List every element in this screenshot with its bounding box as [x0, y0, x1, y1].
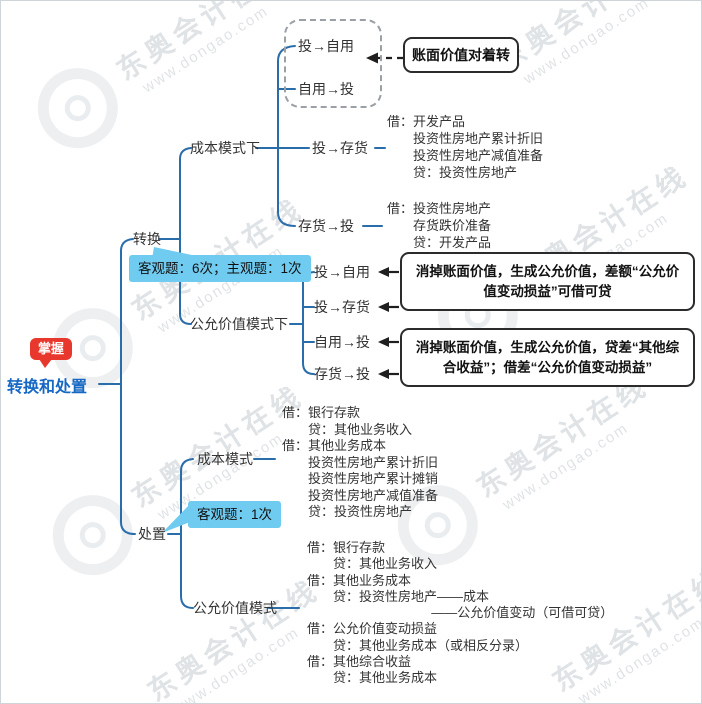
note-line: 借：其他业务成本 — [282, 438, 387, 453]
row-fair-invest-to-stock[interactable]: 投→存货 — [314, 299, 370, 315]
node-disposal-fair-model[interactable]: 公允价值模式 — [193, 600, 277, 616]
note-line: 借：开发产品 — [387, 114, 466, 129]
notes-stock-to-invest: 借：投资性房地产 存货跌价准备 贷：开发产品 — [387, 200, 491, 251]
row-own-to-invest[interactable]: 自用→投 — [298, 81, 354, 97]
callout-tail — [162, 504, 190, 533]
note-line: 存货跌价准备 — [387, 218, 492, 233]
row-fair-invest-to-own[interactable]: 投→自用 — [314, 264, 370, 280]
box-fair-model-in[interactable]: 消掉账面价值，生成公允价值，贷差“其他综合收益”；借差“公允价值变动损益” — [400, 328, 695, 387]
note-line: 贷：其他业务收入 — [282, 421, 413, 437]
callout-transfer-frequency[interactable]: 客观题：6次；主观题：1次 — [129, 255, 311, 282]
note-line: 借：其他综合收益 — [307, 654, 412, 670]
callout-disposal-frequency[interactable]: 客观题：1次 — [188, 501, 282, 528]
note-line: 贷：其他业务成本（或相反分录） — [307, 637, 529, 653]
note-line: 贷：投资性房地产 — [387, 165, 518, 180]
node-transfer-cost-model[interactable]: 成本模式下 — [190, 140, 260, 156]
note-line: 贷：其他业务成本 — [307, 670, 438, 686]
box-book-value-transfer[interactable]: 账面价值对着转 — [403, 37, 519, 73]
note-line: 贷：投资性房地产 — [282, 504, 413, 519]
note-line: 借：银行存款 — [282, 405, 361, 420]
notes-disposal-fair: 借：银行存款 贷：其他业务收入借：其他业务成本 贷：投资性房地产——成本 ——公… — [307, 540, 613, 687]
node-transfer[interactable]: 转换 — [133, 231, 161, 247]
row-fair-own-to-invest[interactable]: 自用→投 — [314, 334, 370, 350]
note-line: 贷：其他业务收入 — [307, 556, 438, 572]
note-line: 借：投资性房地产 — [387, 201, 492, 216]
root-topic[interactable]: 转换和处置 — [7, 379, 88, 396]
node-disposal[interactable]: 处置 — [138, 526, 166, 542]
note-line: 投资性房地产减值准备 — [387, 148, 544, 163]
note-line: 投资性房地产累计折旧 — [282, 454, 439, 470]
node-disposal-cost-model[interactable]: 成本模式 — [197, 451, 253, 467]
note-line: ——公允价值变动（可借可贷） — [307, 605, 614, 621]
row-fair-stock-to-invest[interactable]: 存货→投 — [314, 366, 370, 382]
notes-invest-to-stock: 借：开发产品 投资性房地产累计折旧 投资性房地产减值准备 贷：投资性房地产 — [387, 113, 543, 181]
box-arrows — [378, 267, 399, 379]
row-invest-to-own[interactable]: 投→自用 — [298, 38, 354, 54]
note-line: 投资性房地产累计摊销 — [282, 471, 439, 486]
note-line: 借：公允价值变动损益 — [307, 621, 438, 637]
note-line: 投资性房地产累计折旧 — [387, 131, 544, 146]
notes-disposal-cost: 借：银行存款 贷：其他业务收入借：其他业务成本 投资性房地产累计折旧 投资性房地… — [282, 405, 438, 521]
book-value-group-box — [284, 19, 382, 108]
box-fair-model-out[interactable]: 消掉账面价值，生成公允价值，差额“公允价值变动损益”可借可贷 — [400, 252, 695, 311]
note-line: 贷：投资性房地产——成本 — [307, 588, 490, 604]
note-line: 借：银行存款 — [307, 540, 386, 555]
note-line: 投资性房地产减值准备 — [282, 487, 439, 503]
note-line: 借：其他业务成本 — [307, 572, 412, 588]
row-invest-to-stock[interactable]: 投→存货 — [312, 140, 368, 156]
node-transfer-fair-model[interactable]: 公允价值模式下 — [190, 316, 288, 332]
note-line: 贷：开发产品 — [387, 235, 492, 250]
row-stock-to-invest[interactable]: 存货→投 — [298, 218, 354, 234]
mastery-badge: 掌握 — [30, 338, 73, 368]
